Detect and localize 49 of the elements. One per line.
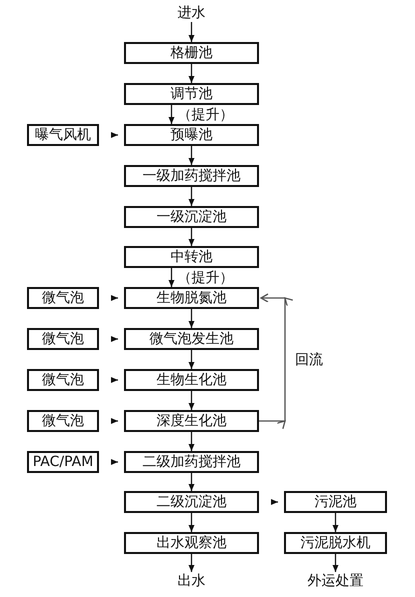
process-box: 二级沉淀池: [124, 491, 259, 513]
process-box: 污泥池: [284, 491, 387, 513]
arrow: [168, 268, 174, 287]
arrow: [111, 459, 118, 465]
arrow: [188, 309, 194, 328]
process-box: 生物脱氮池: [124, 287, 259, 309]
arrow: [188, 513, 194, 532]
process-box: 生物生化池: [124, 369, 259, 391]
arrow: [332, 513, 338, 532]
arrow: [168, 105, 174, 124]
arrow: [188, 146, 194, 165]
process-box: 一级沉淀池: [124, 206, 259, 228]
input-box: 微气泡: [27, 287, 99, 309]
flow-terminal-text: 出水: [124, 572, 259, 590]
input-box: 曝气风机: [27, 124, 99, 146]
process-box: 污泥脱水机: [284, 532, 387, 554]
arrow: [188, 391, 194, 410]
return-arrow: [259, 293, 293, 429]
arrow: [188, 350, 194, 369]
arrow: [271, 499, 278, 505]
process-box: 二级加药搅拌池: [124, 451, 259, 473]
process-box: 深度生化池: [124, 410, 259, 432]
input-box: 微气泡: [27, 328, 99, 350]
arrow: [111, 418, 118, 424]
edge-label: 回流: [295, 350, 323, 368]
process-box: 出水观察池: [124, 532, 259, 554]
flow-terminal-text: 外运处置: [284, 572, 387, 590]
process-box: 格栅池: [124, 42, 259, 64]
arrow: [188, 432, 194, 451]
arrow: [188, 64, 194, 83]
input-box: 微气泡: [27, 369, 99, 391]
process-box: 一级加药搅拌池: [124, 165, 259, 187]
arrow: [188, 22, 194, 42]
process-box: 预曝池: [124, 124, 259, 146]
input-box: 微气泡: [27, 410, 99, 432]
arrow: [111, 377, 118, 383]
arrow: [188, 228, 194, 246]
arrow: [111, 132, 118, 138]
arrow: [188, 187, 194, 206]
arrow: [188, 554, 194, 572]
arrow: [111, 336, 118, 342]
arrow: [188, 473, 194, 491]
input-box: PAC/PAM: [27, 451, 99, 473]
arrow: [111, 295, 118, 301]
process-box: 调节池: [124, 83, 259, 105]
flow-terminal-text: 进水: [124, 4, 259, 22]
process-box: 中转池: [124, 246, 259, 268]
arrow: [332, 554, 338, 572]
process-box: 微气泡发生池: [124, 328, 259, 350]
